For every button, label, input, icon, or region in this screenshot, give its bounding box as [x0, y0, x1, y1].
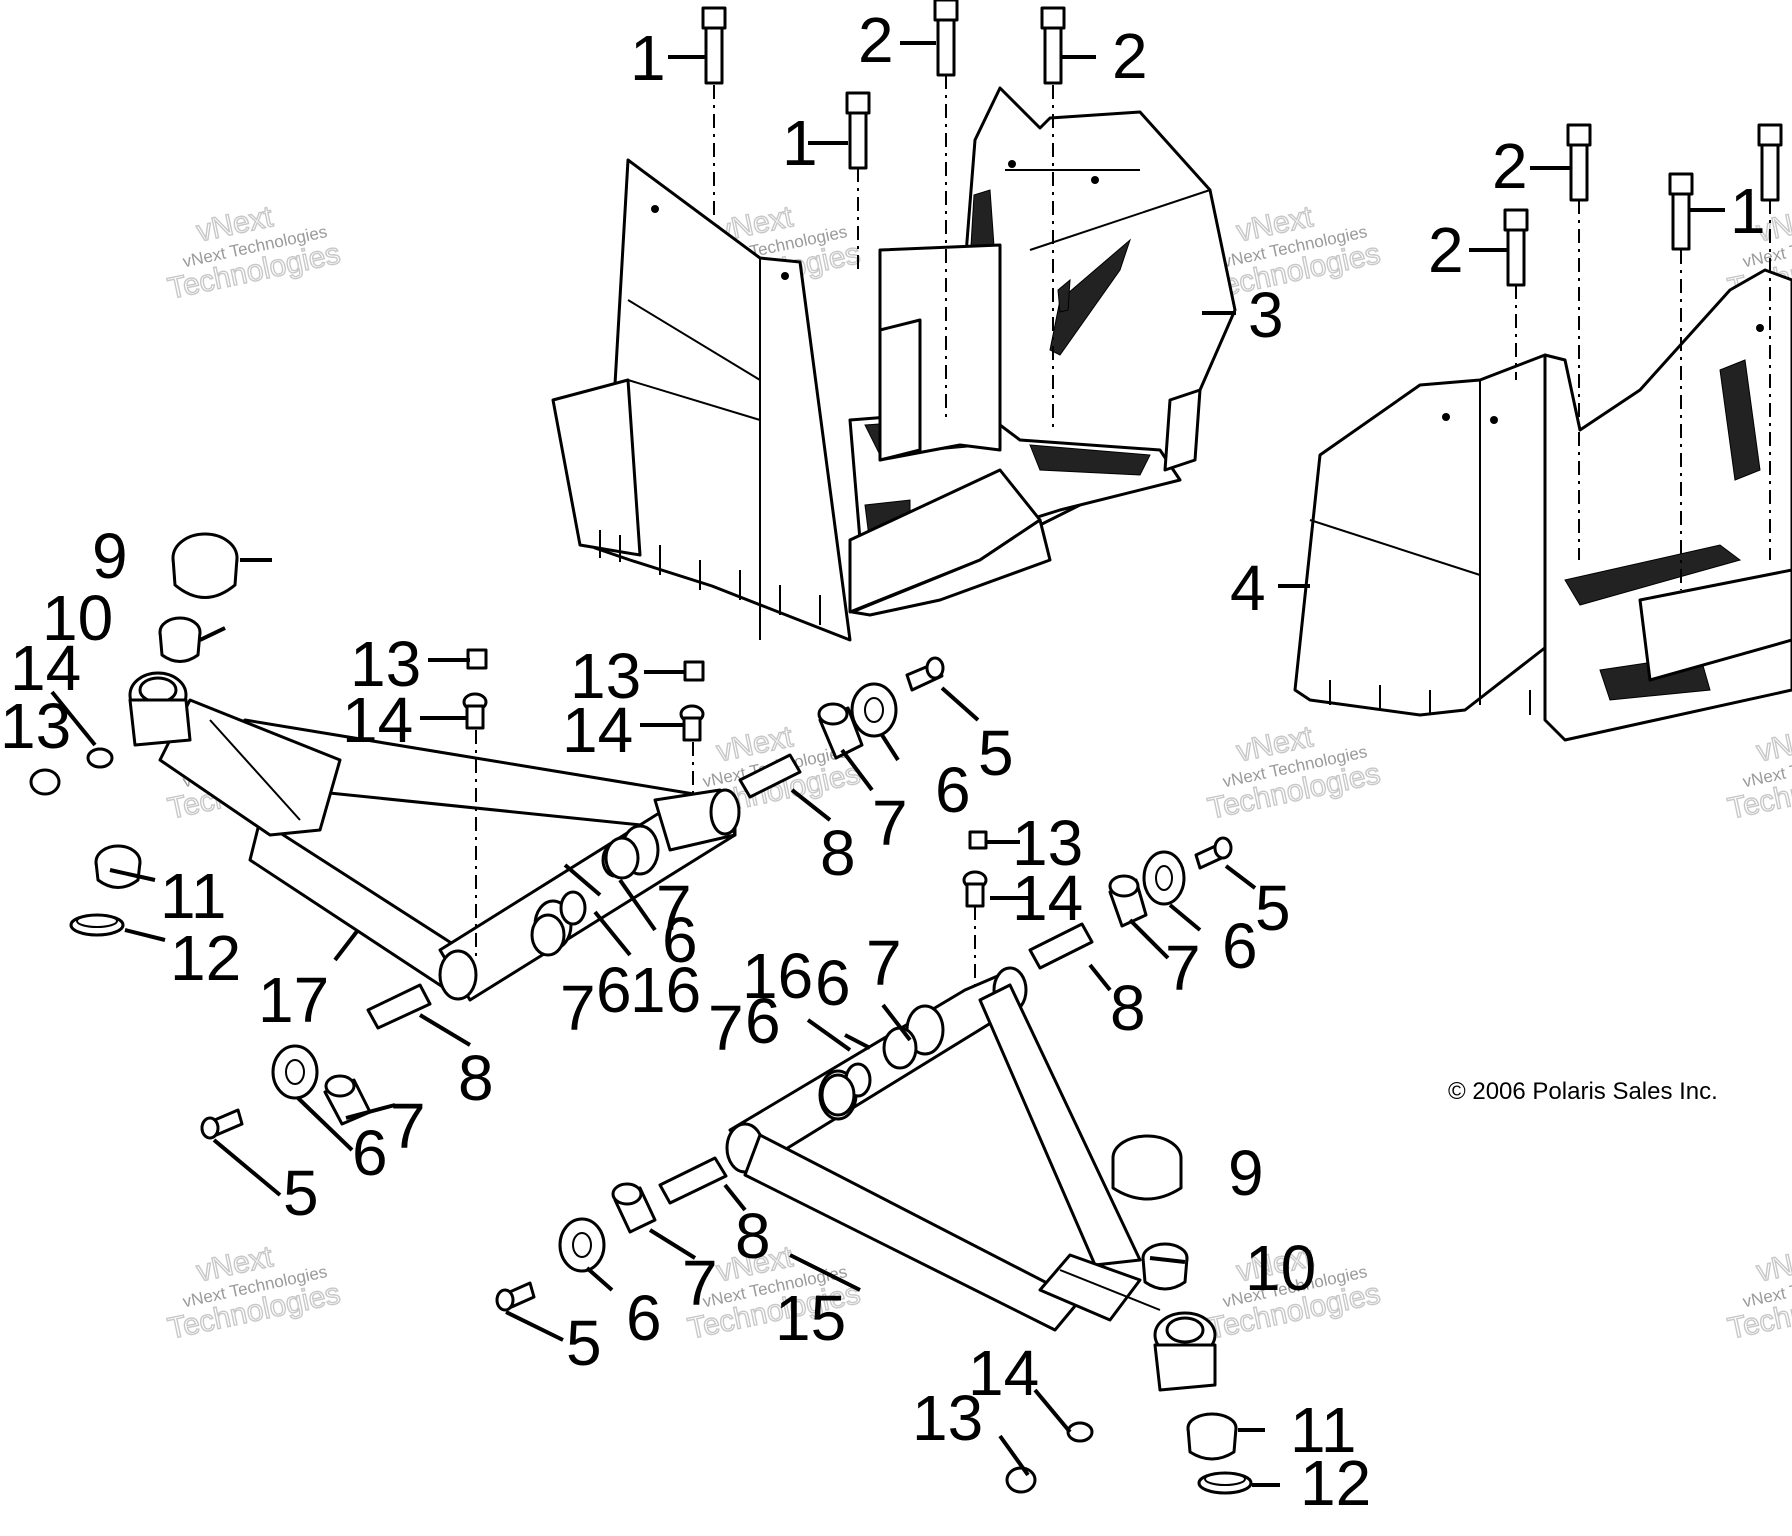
cap-icon: [29, 648, 1037, 1494]
pin-icon: [366, 753, 1094, 1205]
svg-text:vNext: vNext: [1754, 720, 1792, 768]
callout-14: 14: [562, 694, 633, 766]
callout-13: 13: [912, 1382, 983, 1454]
watermark: vNext vNext Technologies Technologies: [164, 199, 344, 306]
bushing-icon: [158, 616, 1189, 1291]
callout-14: 14: [1012, 862, 1083, 934]
callout-6: 6: [596, 954, 632, 1026]
callout-5: 5: [1255, 872, 1291, 944]
footwell-fins: [599, 530, 821, 625]
callout-7: 7: [708, 992, 744, 1064]
callout-13: 13: [570, 640, 641, 712]
callout-8: 8: [820, 817, 856, 889]
callout-13: 13: [1012, 807, 1083, 879]
callout-6: 6: [745, 985, 781, 1057]
callout-16: 16: [630, 954, 701, 1026]
copyright-notice: © 2006 Polaris Sales Inc.: [1448, 1078, 1718, 1105]
callout-9: 9: [1228, 1137, 1264, 1209]
bushing-icon: [94, 844, 1238, 1461]
lower-a-arm-part-15: [725, 966, 1217, 1392]
callout-8: 8: [458, 1042, 494, 1114]
callout-2: 2: [1492, 130, 1528, 202]
callout-6: 6: [662, 904, 698, 976]
callout-7: 7: [390, 1090, 426, 1162]
watermark: vNext vNext Technologies Technologies: [1204, 719, 1384, 826]
callout-2: 2: [1112, 20, 1148, 92]
callout-12: 12: [170, 922, 241, 994]
sleeve-icon: [323, 702, 1148, 1234]
callout-7: 7: [866, 927, 902, 999]
callout-6: 6: [815, 947, 851, 1019]
bolt-icon: [701, 0, 1783, 287]
callout-5: 5: [978, 717, 1014, 789]
leader-lines: [50, 41, 1725, 1487]
watermark: vNext vNext Technologies Technologies: [1724, 719, 1792, 826]
callout-15: 15: [775, 1282, 846, 1354]
callout-6: 6: [1222, 910, 1258, 982]
watermark: vNext vNext Technologies Technologies: [1724, 1239, 1792, 1346]
callout-17: 17: [258, 964, 329, 1036]
assembly-center-lines: [475, 75, 1771, 985]
callout-3: 3: [1248, 279, 1284, 351]
watermark: vNext vNext Technologies Technologies: [164, 1239, 344, 1346]
callout-14: 14: [10, 632, 81, 704]
callout-10: 10: [42, 582, 113, 654]
callout-14: 14: [968, 1337, 1039, 1409]
callout-7: 7: [1165, 932, 1201, 1004]
callout-6: 6: [626, 1282, 662, 1354]
callouts: 1 2 2 1 3 2 1 2 4 9 10 14 13 13 14 13 14…: [0, 4, 1766, 1519]
callout-2: 2: [1428, 214, 1464, 286]
callout-13: 13: [350, 628, 421, 700]
callout-1: 1: [782, 107, 818, 179]
callout-11: 11: [1290, 1394, 1356, 1466]
dust-cap-icon: [171, 532, 1183, 1201]
callout-11: 11: [160, 860, 226, 932]
footwell-left-part-4: [1293, 268, 1792, 742]
callout-12: 12: [1300, 1447, 1371, 1519]
callout-14: 14: [342, 684, 413, 756]
callout-1: 1: [630, 22, 666, 94]
callout-2: 2: [858, 4, 894, 76]
small-parts: [29, 0, 1783, 1495]
callout-7: 7: [682, 1247, 718, 1319]
callout-13: 13: [0, 690, 71, 762]
footwell-fins: [1329, 680, 1531, 715]
callout-7: 7: [656, 872, 692, 944]
callout-4: 4: [1230, 552, 1266, 624]
svg-text:vNext: vNext: [1754, 1240, 1792, 1288]
washer-icon: [271, 682, 1186, 1273]
callout-8: 8: [735, 1200, 771, 1272]
callout-6: 6: [352, 1117, 388, 1189]
callout-9: 9: [92, 520, 128, 592]
callout-7: 7: [560, 972, 596, 1044]
bolt-icon: [200, 656, 1233, 1312]
callout-16: 16: [742, 940, 813, 1012]
callout-8: 8: [1110, 972, 1146, 1044]
callout-6: 6: [935, 754, 971, 826]
retaining-ring-icon: [69, 913, 1253, 1495]
callout-10: 10: [1245, 1232, 1316, 1304]
callout-1: 1: [1730, 175, 1766, 247]
callout-5: 5: [566, 1307, 602, 1379]
footwell-right-part-3: [551, 86, 1237, 642]
callout-5: 5: [283, 1157, 319, 1229]
callout-7: 7: [872, 787, 908, 859]
upper-a-arm-part-17: [128, 671, 741, 1002]
